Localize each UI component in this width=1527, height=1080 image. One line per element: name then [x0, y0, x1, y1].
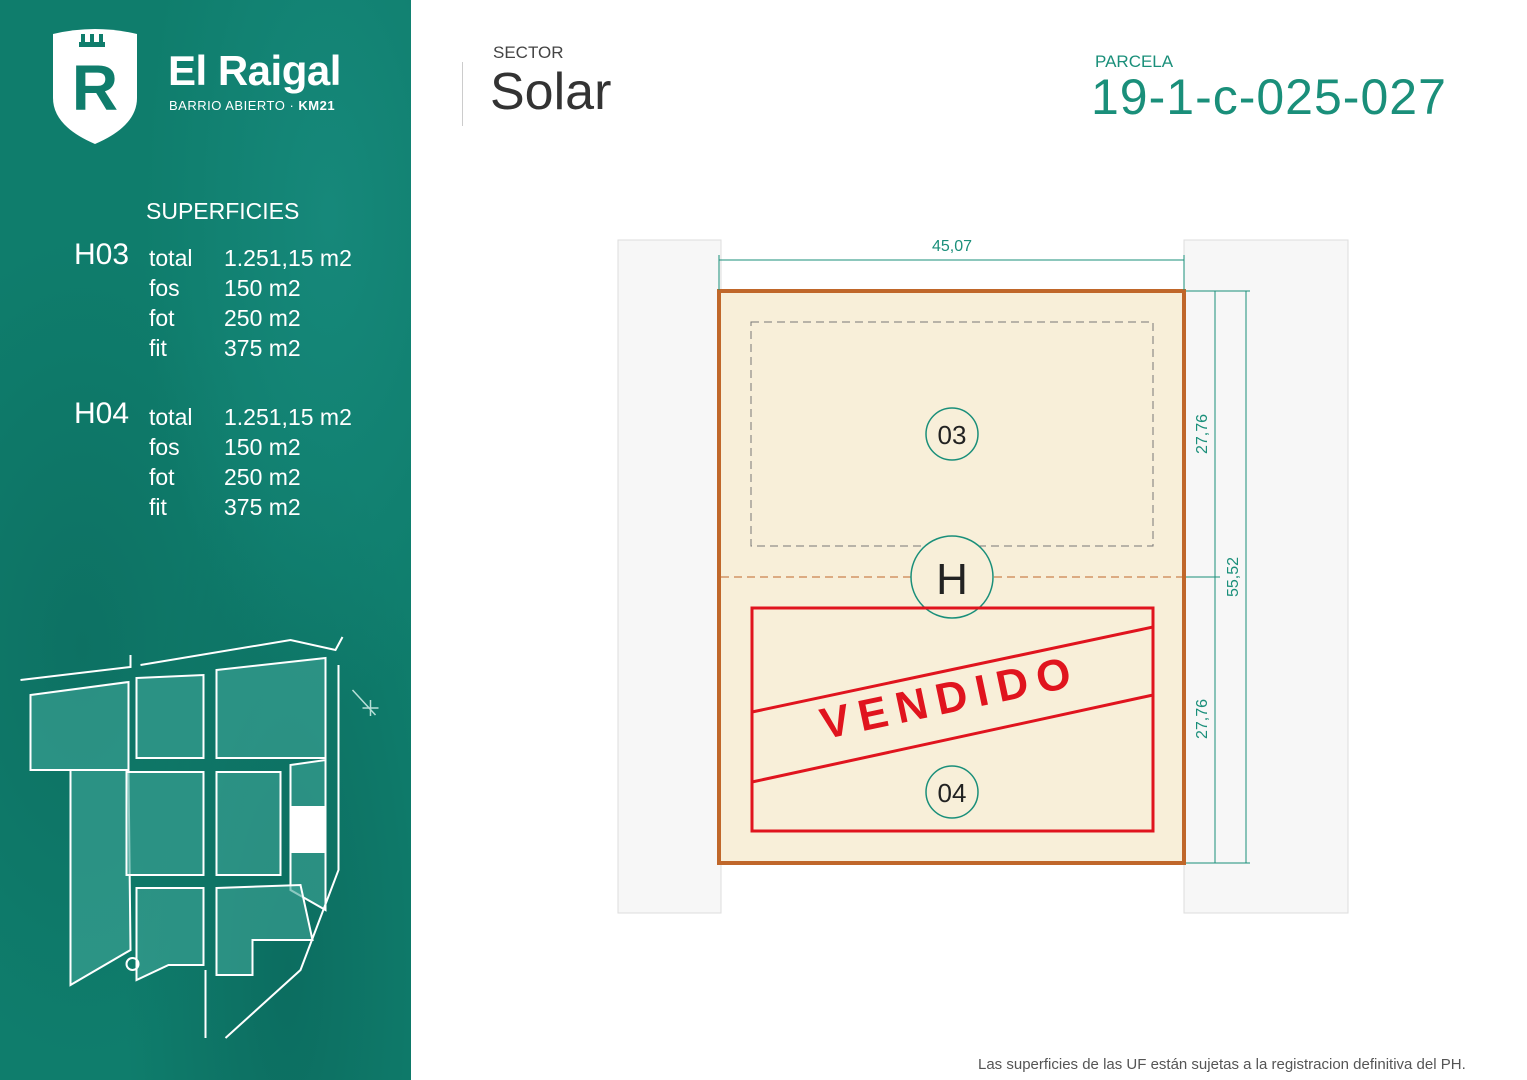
row-key: fot	[149, 305, 175, 331]
sold-stamp-band	[750, 625, 1155, 784]
row-value: 250 m2	[224, 464, 301, 490]
sector-name: Solar	[490, 63, 612, 121]
brand-tagline: BARRIO ABIERTO · KM21	[169, 98, 336, 113]
row-value: 1.251,15 m2	[224, 404, 352, 430]
row-key: fot	[149, 464, 175, 490]
half-dim-top: 27,76	[1194, 414, 1211, 454]
compass-icon	[351, 689, 379, 716]
h04-row: total 1.251,15 m2	[74, 406, 374, 430]
lot-id: H04	[74, 397, 130, 430]
unit-03-marker	[925, 407, 979, 461]
width-dim-label: 45,07	[932, 238, 972, 255]
superficies-title: SUPERFICIES	[146, 198, 300, 224]
row-value: 150 m2	[224, 275, 301, 301]
unit-03-label: 03	[938, 420, 967, 450]
row-key: total	[149, 245, 193, 271]
row-value: 375 m2	[224, 494, 301, 520]
logo-shield-icon: R	[53, 29, 137, 144]
depth-dim-label: 55,52	[1225, 557, 1242, 597]
row-key: fit	[149, 494, 167, 520]
h04-row: fot 250 m2	[74, 466, 374, 490]
half-dim-bottom: 27,76	[1194, 699, 1211, 739]
svg-text:R: R	[72, 52, 118, 124]
lot-letter: H	[936, 555, 968, 604]
unit-04-label: 04	[938, 778, 967, 808]
lot-letter-marker	[910, 535, 994, 619]
depth-dimension	[1186, 290, 1250, 864]
h03-row: total 1.251,15 m2	[74, 247, 374, 271]
row-key: total	[149, 404, 193, 430]
parcela-label: PARCELA	[1095, 52, 1174, 71]
lot-id: H03	[74, 238, 130, 271]
row-key: fos	[149, 434, 180, 460]
row-value: 1.251,15 m2	[224, 245, 352, 271]
header-divider	[462, 62, 463, 126]
row-value: 250 m2	[224, 305, 301, 331]
h03-row: fot 250 m2	[74, 307, 374, 331]
row-key: fit	[149, 335, 167, 361]
h04-row: fos 150 m2	[74, 436, 374, 460]
h04-row: fit 375 m2	[74, 496, 374, 520]
unit-04-marker	[925, 765, 979, 819]
tagline-text: BARRIO ABIERTO	[169, 98, 286, 113]
parcela-code: 19-1-c-025-027	[1091, 69, 1447, 125]
h03-row: fos 150 m2	[74, 277, 374, 301]
row-value: 375 m2	[224, 335, 301, 361]
h03-row: fit 375 m2	[74, 337, 374, 361]
sector-label: SECTOR	[493, 43, 564, 62]
brand-name: El Raigal	[168, 47, 341, 94]
footer-note: Las superficies de las UF están sujetas …	[978, 1056, 1466, 1073]
tagline-km: KM21	[298, 98, 336, 113]
neighbor-lot-left	[617, 239, 722, 914]
sidebar: R El Raigal BARRIO ABIERTO · KM21 SUPERF…	[0, 0, 411, 1080]
row-key: fos	[149, 275, 180, 301]
row-value: 150 m2	[224, 434, 301, 460]
width-dimension	[718, 255, 1185, 290]
site-minimap	[20, 636, 379, 1039]
